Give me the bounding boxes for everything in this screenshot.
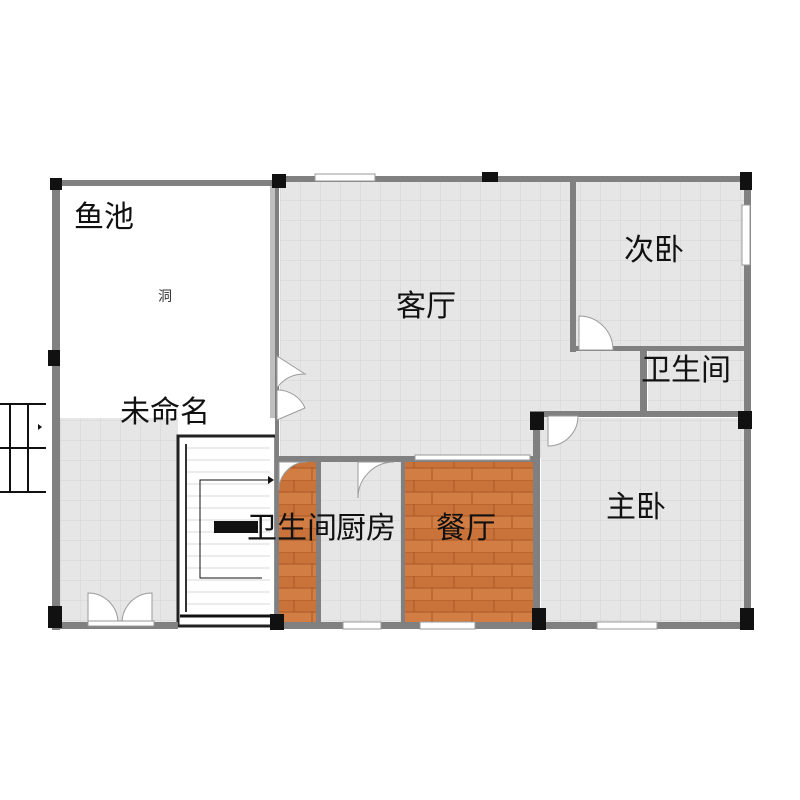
fish-pond-floor xyxy=(60,186,275,418)
dining-room-label: 餐厅 xyxy=(436,511,496,546)
dining-room-floor xyxy=(405,462,533,623)
pillars xyxy=(48,172,754,630)
living-room-floor xyxy=(280,181,572,458)
unnamed-label: 未命名 xyxy=(120,395,210,430)
staircase xyxy=(176,434,278,628)
doors xyxy=(87,315,614,627)
master-bedroom-floor xyxy=(541,418,746,623)
bathroom-1-floor xyxy=(648,350,746,412)
master-bedroom-label: 主卧 xyxy=(606,490,666,525)
bathroom-1-label: 卫生间 xyxy=(641,353,731,388)
kitchen-label: 厨房 xyxy=(336,511,396,546)
second-bedroom-floor xyxy=(576,182,746,348)
unnamed-floor xyxy=(60,418,178,623)
fish-pond-label: 鱼池 xyxy=(74,200,134,235)
hole-label: 洞 xyxy=(158,289,172,305)
second-bedroom-label: 次卧 xyxy=(624,233,684,268)
floors xyxy=(60,181,746,623)
bathroom-2-label: 卫生间 xyxy=(247,511,337,546)
exterior-steps xyxy=(0,403,46,493)
kitchen-floor xyxy=(321,462,401,623)
living-room-ext-floor xyxy=(530,350,640,412)
windows xyxy=(314,173,751,630)
living-room-label: 客厅 xyxy=(396,289,456,324)
bathroom-2-floor xyxy=(279,462,316,623)
